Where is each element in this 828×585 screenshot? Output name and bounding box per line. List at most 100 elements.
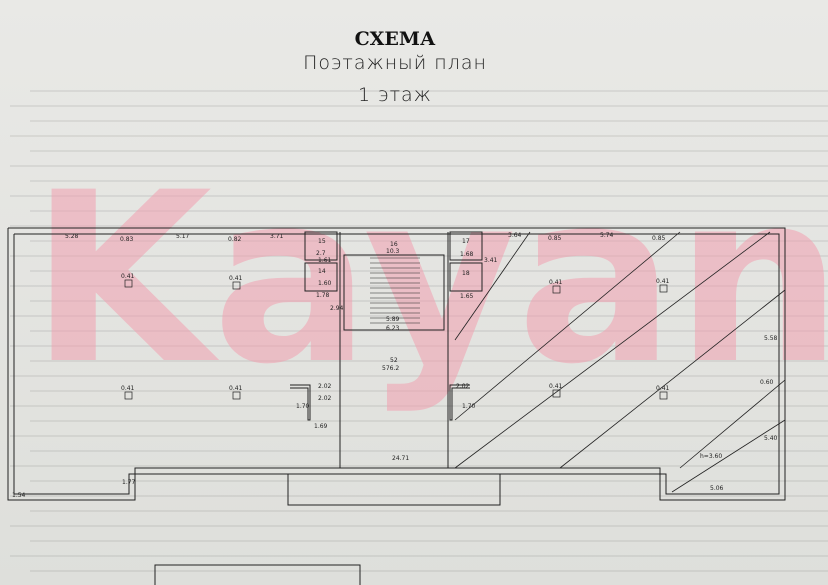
ghost-line: [30, 480, 828, 482]
column-icon: [124, 391, 133, 400]
dimension-label: 5.06: [710, 485, 724, 492]
porch: [287, 473, 501, 506]
column-icon: [124, 279, 133, 288]
ghost-line: [30, 360, 828, 362]
plan-subtitle: Поэтажный план: [303, 52, 487, 74]
ghost-line: [10, 255, 828, 257]
dimension-label: 2.02: [318, 395, 332, 402]
watermark: Kayan: [30, 143, 828, 416]
bottom-hatched-block: [154, 564, 361, 585]
dimension-label: 5.58: [764, 335, 778, 342]
room-18: [449, 262, 483, 292]
dimension-label: 5.89: [386, 316, 400, 323]
dimension-label: 576.2: [382, 365, 399, 372]
dimension-label: 1.69: [314, 423, 328, 430]
column-icon: [232, 281, 241, 290]
stair-steps: [370, 257, 420, 324]
dimension-label: 18: [462, 270, 470, 277]
stair-16: [343, 254, 445, 331]
room-15: [304, 231, 338, 261]
ghost-line: [30, 330, 828, 332]
ghost-line: [30, 120, 828, 122]
ghost-line: [10, 465, 828, 467]
column-label: 0.41: [229, 385, 243, 392]
dimension-label: 0.60: [760, 379, 774, 386]
dimension-label: 16: [390, 241, 398, 248]
ghost-line: [30, 300, 828, 302]
ghost-line: [10, 285, 828, 287]
scheme-title: СХЕМА: [354, 28, 436, 50]
ghost-line: [30, 270, 828, 272]
ghost-line: [30, 390, 828, 392]
column-label: 0.41: [549, 383, 563, 390]
outer-wall: [7, 227, 786, 501]
dimension-label: 15: [318, 238, 326, 245]
column-label: 0.41: [121, 273, 135, 280]
ghost-line: [10, 105, 828, 107]
dimension-label: 1.60: [318, 280, 332, 287]
ghost-line: [10, 525, 828, 527]
dimension-label: 5.28: [65, 233, 79, 240]
dimension-label: 1.78: [316, 292, 330, 299]
ghost-line: [30, 540, 828, 542]
dimension-label: 24.71: [392, 455, 409, 462]
hatch-line: [454, 231, 681, 421]
dimension-label: 6.23: [386, 325, 400, 332]
dimension-label: h=3.60: [700, 453, 722, 460]
ghost-line: [30, 510, 828, 512]
column-label: 0.41: [656, 385, 670, 392]
ghost-line: [10, 135, 828, 137]
dimension-label: 0.83: [120, 236, 134, 243]
dimension-label: 1.61: [318, 257, 332, 264]
dimension-label: 1.70: [462, 403, 476, 410]
dimension-label: 10.3: [386, 248, 400, 255]
inner-wall: [13, 233, 780, 495]
ghost-line: [30, 420, 828, 422]
column-icon: [232, 391, 241, 400]
dimension-label: 0.85: [548, 235, 562, 242]
dimension-label: 5.40: [764, 435, 778, 442]
ghost-line: [30, 570, 828, 572]
hatch-line: [679, 379, 786, 469]
ghost-line: [30, 150, 828, 152]
column-icon: [552, 285, 561, 294]
ghost-line: [30, 90, 828, 92]
ghost-line: [10, 225, 828, 227]
dimension-label: 1.54: [12, 492, 26, 499]
dimension-label: 1.77: [122, 479, 136, 486]
dimension-label: 17: [462, 238, 470, 245]
dimension-label: 3.64: [508, 232, 522, 239]
column-label: 0.41: [121, 385, 135, 392]
dimension-label: 0.85: [652, 235, 666, 242]
dimension-label: 1.68: [460, 251, 474, 258]
dimension-label: 0.82: [228, 236, 242, 243]
walls: [7, 227, 786, 585]
floor-label: 1 этаж: [358, 84, 432, 106]
column-label: 0.41: [549, 279, 563, 286]
dimension-label: 5.74: [600, 232, 614, 239]
dimension-label: 3.71: [270, 233, 284, 240]
column-label: 0.41: [656, 278, 670, 285]
hatch-line: [454, 231, 771, 469]
hatch-line: [559, 289, 786, 469]
ghost-line: [10, 345, 828, 347]
partition-right: [449, 384, 470, 421]
ghost-line: [10, 495, 828, 497]
ghost-line: [30, 210, 828, 212]
hatched-area: [454, 231, 786, 493]
column-icon: [659, 284, 668, 293]
ghost-line: [10, 555, 828, 557]
room-17: [449, 231, 483, 261]
partition-left: [290, 384, 311, 421]
dimension-label: 2.02: [318, 383, 332, 390]
dimension-label: 1.65: [460, 293, 474, 300]
column-icon: [659, 391, 668, 400]
dimension-label: 2.94: [330, 305, 344, 312]
column-label: 0.41: [229, 275, 243, 282]
ghost-line: [10, 315, 828, 317]
watermark-text: Kayan: [30, 143, 828, 416]
ghost-line: [30, 240, 828, 242]
